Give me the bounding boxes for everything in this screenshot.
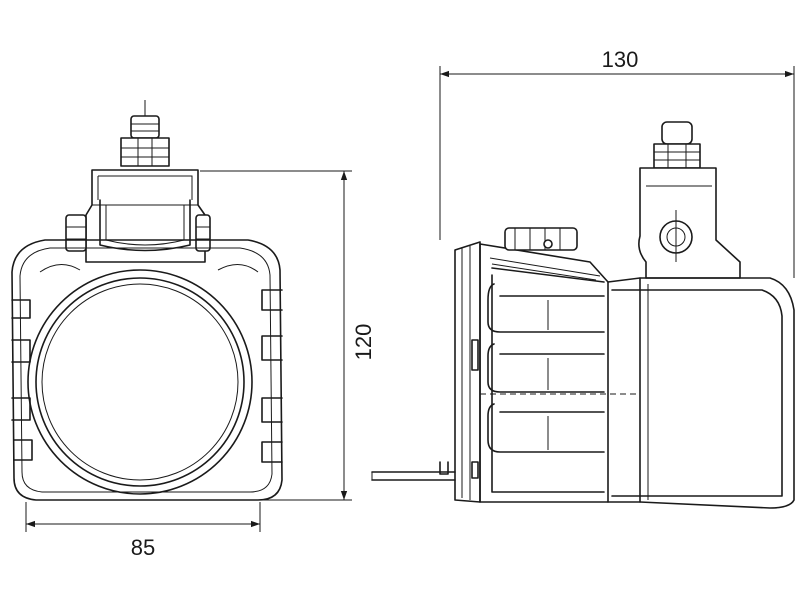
side-view (371, 121, 795, 509)
front-head (607, 277, 795, 509)
finned-body (479, 243, 609, 503)
dimension-height (200, 170, 352, 501)
front-view (11, 100, 283, 501)
lens-front (27, 269, 253, 495)
cable (371, 461, 456, 481)
dimension-width (25, 502, 261, 532)
dimension-width-label: 85 (131, 535, 155, 560)
rear-plate (454, 241, 481, 503)
dimension-height-label: 120 (351, 324, 376, 361)
side-bracket (638, 167, 741, 279)
mounting-stud (120, 100, 170, 167)
dimension-length-label: 130 (602, 47, 639, 72)
side-mounting-stud (653, 121, 701, 169)
dimension-length (439, 66, 795, 278)
connector-knob (489, 227, 601, 281)
lamp-housing-front (11, 239, 283, 501)
